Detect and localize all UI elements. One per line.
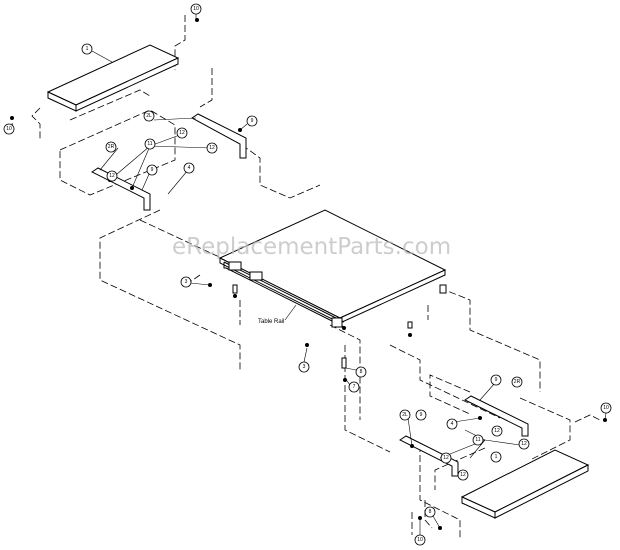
callout: 2R — [511, 376, 523, 388]
screw-icon — [195, 18, 199, 22]
assembly-guides — [31, 15, 601, 538]
callout: 12 — [457, 469, 469, 481]
callout-label: 9 — [251, 118, 254, 124]
board-top-left — [46, 44, 180, 112]
callout-label: 9 — [151, 167, 154, 173]
callouts: 1 10 10 2L 9 2R 11 12 12 12 9 4 3 8 7 2R… — [3, 3, 612, 546]
callout-label: 10 — [417, 537, 423, 543]
table-rail-label: Table Rail — [258, 319, 284, 325]
callout: 11 — [144, 138, 156, 150]
callout: 11 — [472, 434, 484, 446]
callout-label: 9 — [420, 412, 423, 418]
callout: 9 — [246, 115, 258, 127]
callout-label: 1 — [86, 46, 89, 52]
callout: 10 — [190, 3, 202, 15]
callout-label: 9 — [495, 377, 498, 383]
watermark: eReplacementParts.com — [172, 234, 451, 260]
callout: 12 — [176, 127, 188, 139]
callout-label: 2R — [108, 144, 115, 150]
callout: 3 — [180, 276, 192, 288]
board-bottom-right — [460, 449, 590, 519]
callout-label: 10 — [603, 405, 609, 411]
callout-label: 2L — [402, 412, 408, 418]
callout-label: 12 — [209, 145, 215, 151]
screw-icon — [408, 333, 412, 337]
callout: 12 — [106, 170, 118, 182]
callout-label: 7 — [353, 384, 356, 390]
callout-label: 1 — [495, 454, 498, 460]
callout-label: 3 — [303, 364, 306, 370]
callout: 9 — [415, 409, 427, 421]
callout-label: 2L — [146, 113, 152, 119]
callout: 12 — [440, 452, 452, 464]
callout-label: 12 — [521, 441, 527, 447]
callout-label: 11 — [147, 141, 152, 147]
screw-icon — [233, 294, 237, 298]
callout: 4 — [183, 162, 195, 174]
callout: 8 — [355, 366, 367, 378]
callout: 7 — [348, 381, 360, 393]
callout-label: 8 — [360, 369, 363, 375]
callout: 8 — [424, 506, 436, 518]
callout: 1 — [490, 451, 502, 463]
main-table — [218, 209, 447, 324]
callout-label: 3 — [185, 279, 188, 285]
callout: 10 — [414, 534, 426, 546]
callout-label: 12 — [460, 472, 466, 478]
callout-label: 11 — [475, 437, 480, 443]
callout: 10 — [3, 123, 15, 135]
callout: 9 — [146, 164, 158, 176]
callout-label: 12 — [494, 428, 500, 434]
callout-label: 4 — [188, 165, 191, 171]
callout-label: 2R — [514, 379, 521, 385]
callout: 2L — [143, 110, 155, 122]
callout: 2L — [399, 409, 411, 421]
callout-label: 8 — [429, 509, 432, 515]
callout: 3 — [298, 361, 310, 373]
callout: 4 — [446, 418, 458, 430]
brackets — [91, 113, 529, 477]
table-rail — [223, 261, 347, 330]
callout-label: 12 — [443, 455, 449, 461]
callout: 10 — [600, 402, 612, 414]
callout-label: 12 — [109, 173, 115, 179]
callout: 12 — [518, 438, 530, 450]
callout: 12 — [491, 425, 503, 437]
callout-label: 10 — [193, 6, 199, 12]
callout: 1 — [81, 43, 93, 55]
screw-icon — [305, 343, 309, 347]
screw-icon — [10, 116, 14, 120]
callout-label: 4 — [451, 421, 454, 427]
callout-label: 12 — [179, 130, 185, 136]
callout: 12 — [206, 142, 218, 154]
callout: 9 — [490, 374, 502, 386]
callout-label: 10 — [6, 126, 12, 132]
callout: 2R — [105, 141, 117, 153]
